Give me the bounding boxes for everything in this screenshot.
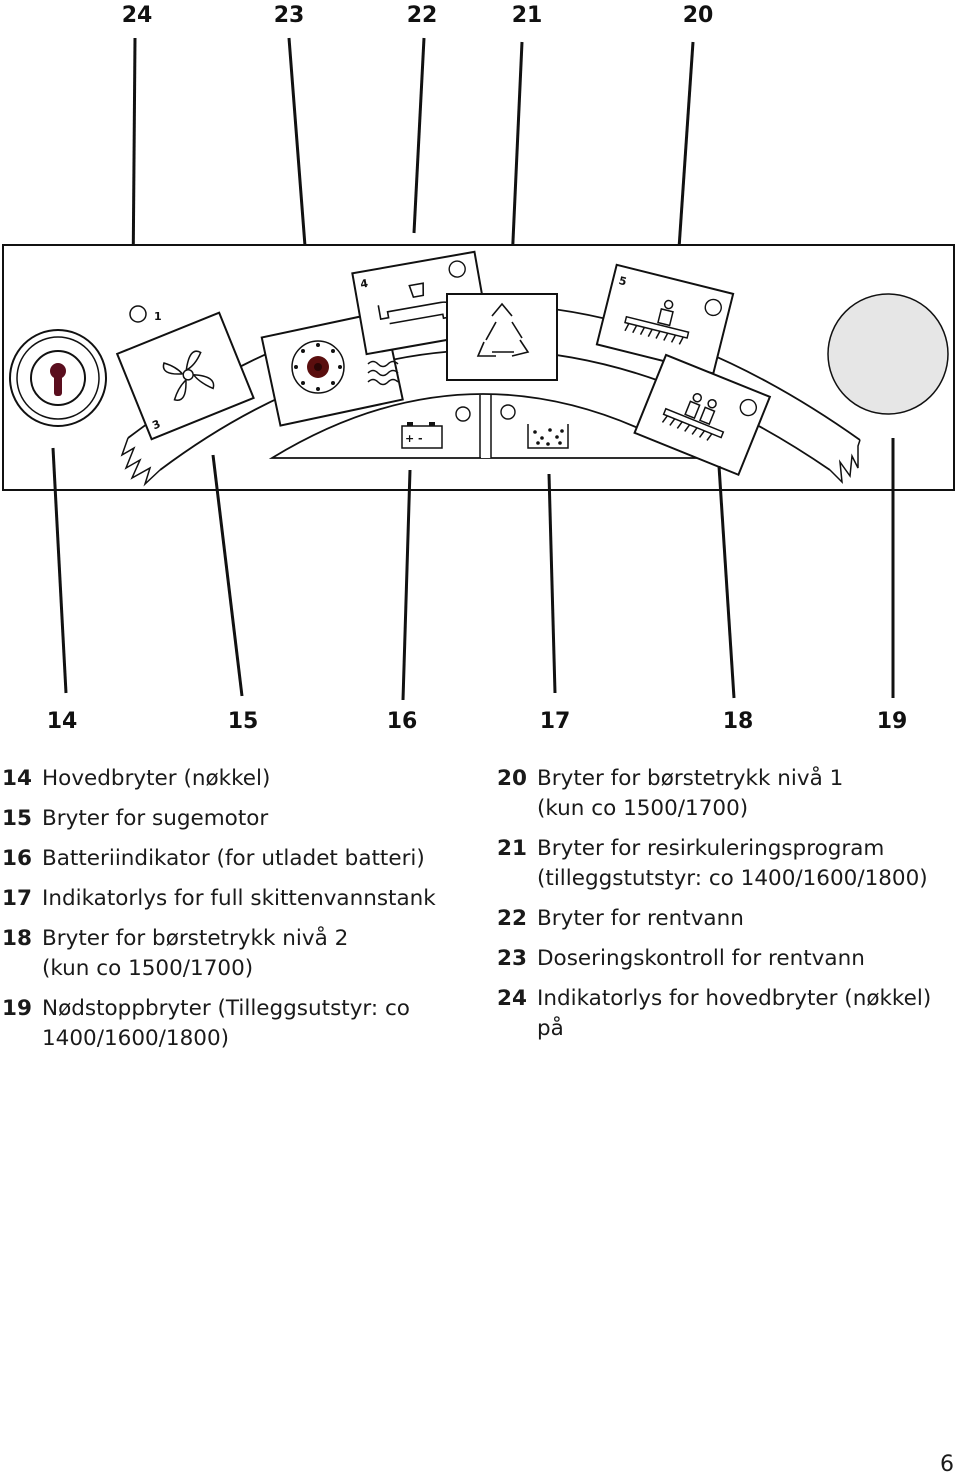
callout-23: 23 — [274, 3, 305, 28]
leader-lines-bottom — [51, 438, 895, 701]
brush-pressure-1-switch[interactable]: 5 — [595, 263, 735, 375]
callout-14: 14 — [47, 709, 78, 734]
panel-label-5: 5 — [617, 274, 628, 288]
legend-text: Batteriindikator (for utladet batteri) — [42, 846, 425, 871]
legend-text: Indikatorlys for full skittenvannstank — [42, 886, 436, 911]
key-switch-icon[interactable] — [9, 329, 107, 427]
legend-text: Bryter for børstetrykk nivå 1 (kun co 15… — [537, 766, 844, 821]
legend-number: 16 — [2, 846, 32, 871]
control-panel-diagram: 24 23 22 21 20 1 + - — [2, 3, 955, 734]
callout-15: 15 — [228, 709, 259, 734]
dirty-water-tank-icon — [500, 404, 569, 449]
panel-label-1: 1 — [154, 310, 162, 323]
page-number: 6 — [940, 1452, 954, 1477]
legend-text: Bryter for sugemotor — [42, 806, 269, 831]
legend-item: 16 Batteriindikator (for utladet batteri) — [2, 844, 472, 874]
callout-24: 24 — [122, 3, 153, 28]
callout-21: 21 — [512, 3, 543, 28]
legend-text: Bryter for resirkuleringsprogram (tilleg… — [537, 836, 928, 891]
dial-icon[interactable] — [291, 340, 345, 394]
legend-left: 14 Hovedbryter (nøkkel) 15 Bryter for suge… — [2, 764, 472, 1064]
legend-text: Indikatorlys for hovedbryter (nøkkel) på — [537, 986, 932, 1041]
brush-edge-left — [120, 437, 161, 487]
fan-icon — [162, 350, 215, 401]
legend-item: 18 Bryter for børstetrykk nivå 2 (kun co … — [2, 924, 472, 984]
legend-number: 18 — [2, 926, 32, 951]
legend-number: 23 — [497, 946, 527, 971]
legend-number: 17 — [2, 886, 32, 911]
legend-item: 23 Doseringskontroll for rentvann — [497, 944, 957, 974]
legend-number: 19 — [2, 996, 32, 1021]
brush-pressure-icon — [624, 299, 690, 345]
legend-number: 22 — [497, 906, 527, 931]
legend-number: 14 — [2, 766, 32, 791]
emergency-stop-icon[interactable] — [827, 293, 949, 415]
callout-17: 17 — [540, 709, 571, 734]
recycle-switch[interactable] — [446, 293, 558, 381]
callout-22: 22 — [407, 3, 438, 28]
panel-label-3: 3 — [150, 417, 162, 432]
brush-edge-right — [829, 439, 861, 485]
legend-text: Doseringskontroll for rentvann — [537, 946, 865, 971]
legend-item: 20 Bryter for børstetrykk nivå 1 (kun co … — [497, 764, 957, 824]
legend-item: 17 Indikatorlys for full skittenvannstank — [2, 884, 472, 914]
battery-symbol: + - — [405, 432, 423, 445]
legend-item: 15 Bryter for sugemotor — [2, 804, 472, 834]
callout-18: 18 — [723, 709, 754, 734]
legend-item: 22 Bryter for rentvann — [497, 904, 957, 934]
fan-switch[interactable]: 3 — [115, 311, 255, 441]
legend-item: 14 Hovedbryter (nøkkel) — [2, 764, 472, 794]
legend-text: Bryter for børstetrykk nivå 2 (kun co 15… — [42, 926, 349, 981]
legend-number: 24 — [497, 986, 527, 1011]
panel-label-4: 4 — [359, 277, 369, 291]
legend-number: 20 — [497, 766, 527, 791]
recycle-icon — [476, 302, 530, 357]
legend-item: 19 Nødstoppbryter (Tilleggsutstyr: co 140… — [2, 994, 472, 1054]
callout-20: 20 — [683, 3, 714, 28]
main-switch-indicator-light — [129, 305, 147, 323]
legend-item: 24 Indikatorlys for hovedbryter (nøkkel) … — [497, 984, 957, 1044]
battery-icon: + - — [401, 406, 471, 449]
legend-item: 21 Bryter for resirkuleringsprogram (till… — [497, 834, 957, 894]
callout-19: 19 — [877, 709, 908, 734]
legend-text: Bryter for rentvann — [537, 906, 744, 931]
legend-right: 20 Bryter for børstetrykk nivå 1 (kun co … — [497, 764, 957, 1054]
legend-number: 15 — [2, 806, 32, 831]
legend-text: Hovedbryter (nøkkel) — [42, 766, 271, 791]
water-waves-icon — [367, 360, 399, 386]
legend-text: Nødstoppbryter (Tilleggsutstyr: co 1400/… — [42, 996, 410, 1051]
legend-number: 21 — [497, 836, 527, 861]
brush-pressure-2-switch[interactable] — [633, 353, 772, 477]
brush-pressure-double-icon — [661, 392, 725, 441]
callout-16: 16 — [387, 709, 418, 734]
